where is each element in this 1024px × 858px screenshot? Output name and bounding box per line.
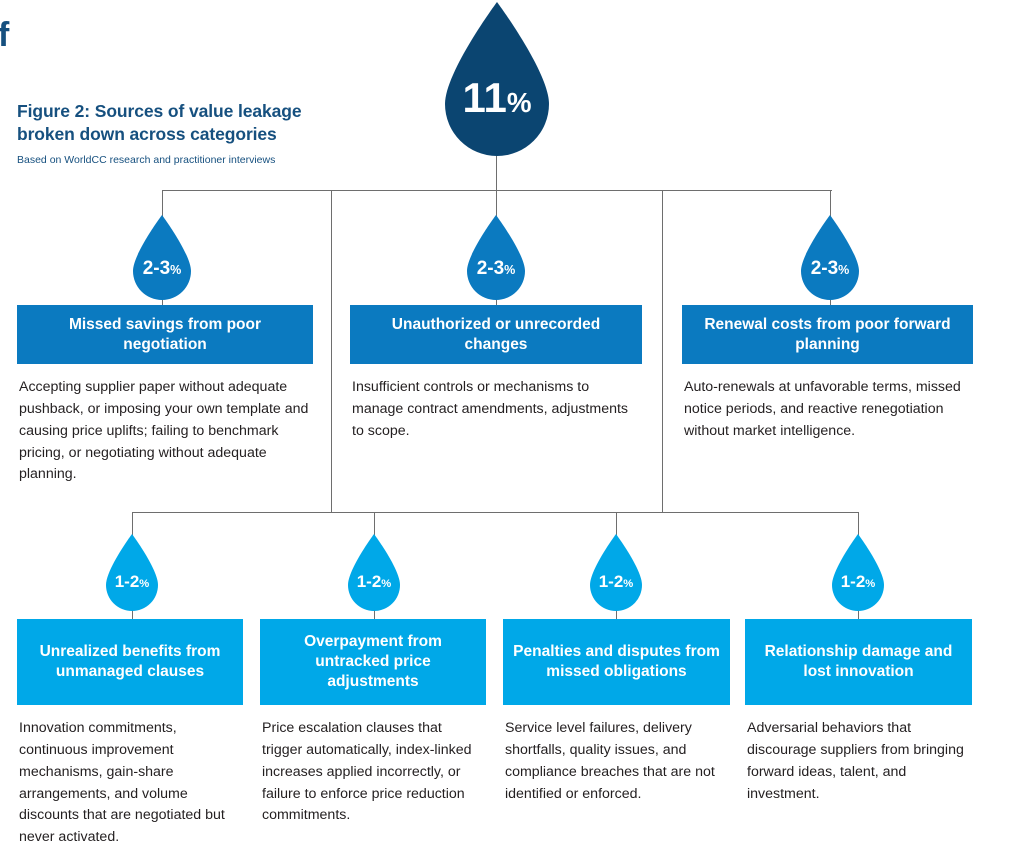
connector-leaf-card-stem-1 bbox=[132, 608, 134, 620]
connector-column-divider-1 bbox=[331, 190, 333, 513]
connector-mid-stem-2 bbox=[496, 190, 498, 222]
card-overpayment-heading: Overpayment from untracked price adjustm… bbox=[260, 619, 486, 705]
card-overpayment: Overpayment from untracked price adjustm… bbox=[260, 619, 486, 827]
droplet-overpayment: 1-2% bbox=[346, 533, 402, 613]
connector-leaf-card-stem-2 bbox=[374, 608, 376, 620]
connector-leaf-stem-4 bbox=[858, 512, 860, 544]
water-drop-icon bbox=[106, 534, 158, 611]
connector-leaf-stem-1 bbox=[132, 512, 134, 544]
figure-title-block: Figure 2: Sources of value leakage broke… bbox=[17, 100, 357, 167]
card-penalties-disputes-heading: Penalties and disputes from missed oblig… bbox=[503, 619, 730, 705]
connector-leaf-card-stem-3 bbox=[616, 608, 618, 620]
card-renewal-costs-body: Auto-renewals at unfavorable terms, miss… bbox=[684, 379, 961, 439]
card-penalties-disputes: Penalties and disputes from missed oblig… bbox=[503, 619, 730, 805]
figure-title-line1: Figure 2: Sources of value leakage bbox=[17, 101, 302, 121]
droplet-total-leakage: 11% bbox=[441, 0, 553, 160]
card-relationship-damage-body: Adversarial behaviors that discourage su… bbox=[747, 720, 964, 802]
droplet-unauthorized-changes: 2-3% bbox=[465, 214, 527, 302]
connector-leaf-stem-3 bbox=[616, 512, 618, 544]
connector-mid-stem-1 bbox=[162, 190, 164, 222]
droplet-unrealized-benefits: 1-2% bbox=[104, 533, 160, 613]
connector-leaf-stem-2 bbox=[374, 512, 376, 544]
water-drop-icon bbox=[445, 2, 549, 156]
droplet-unit: % bbox=[838, 262, 850, 277]
droplet-renewal-costs-label: 2-3% bbox=[811, 239, 850, 278]
figure-subtitle: Based on WorldCC research and practition… bbox=[17, 153, 276, 166]
droplet-unit: % bbox=[381, 578, 392, 591]
card-heading-text: Unauthorized or unrecorded changes bbox=[391, 315, 601, 353]
figure-title-line2: broken down across categories bbox=[17, 124, 277, 145]
connector-lower-bus bbox=[132, 512, 858, 514]
droplet-relationship-damage-label: 1-2% bbox=[841, 555, 876, 590]
connector-mid-card-stem-2 bbox=[496, 296, 498, 306]
card-renewal-costs-heading: Renewal costs from poor forward planning bbox=[682, 305, 973, 364]
card-heading-text: Unrealized benefits from unmanaged claus… bbox=[39, 643, 221, 680]
droplet-unit: % bbox=[865, 578, 876, 591]
card-heading-text: Relationship damage and lost innovation bbox=[764, 643, 953, 680]
card-unauthorized-changes-heading: Unauthorized or unrecorded changes bbox=[350, 305, 642, 364]
droplet-value: 2-3 bbox=[142, 257, 171, 279]
water-drop-icon bbox=[590, 534, 642, 611]
card-unauthorized-changes: Unauthorized or unrecorded changes Insuf… bbox=[350, 305, 642, 443]
card-overpayment-body: Price escalation clauses that trigger au… bbox=[262, 720, 472, 824]
page-edge-glyph: f bbox=[0, 16, 10, 54]
card-heading-text: Missed savings from poor negotiation bbox=[68, 315, 262, 353]
droplet-unauthorized-changes-label: 2-3% bbox=[477, 239, 516, 278]
card-missed-savings-heading: Missed savings from poor negotiation bbox=[17, 305, 313, 364]
connector-mid-stem-3 bbox=[830, 190, 832, 222]
water-drop-icon bbox=[801, 215, 859, 301]
card-missed-savings: Missed savings from poor negotiation Acc… bbox=[17, 305, 313, 486]
card-heading-text: Overpayment from untracked price adjustm… bbox=[304, 633, 442, 690]
droplet-value: 2-3 bbox=[476, 257, 505, 279]
figure-title: Figure 2: Sources of value leakage broke… bbox=[17, 100, 357, 147]
droplet-unit: % bbox=[504, 262, 516, 277]
droplet-unit: % bbox=[139, 578, 150, 591]
connector-mid-card-stem-3 bbox=[830, 296, 832, 306]
droplet-unit: % bbox=[170, 262, 182, 277]
droplet-total-unit: % bbox=[506, 87, 532, 118]
card-heading-text: Renewal costs from poor forward planning bbox=[704, 315, 951, 353]
droplet-overpayment-label: 1-2% bbox=[357, 555, 392, 590]
connector-mid-card-stem-1 bbox=[162, 296, 164, 306]
water-drop-icon bbox=[348, 534, 400, 611]
card-unrealized-benefits-heading: Unrealized benefits from unmanaged claus… bbox=[17, 619, 243, 705]
connector-column-divider-2 bbox=[662, 190, 664, 513]
droplet-value: 2-3 bbox=[810, 257, 839, 279]
droplet-penalties-disputes: 1-2% bbox=[588, 533, 644, 613]
card-unrealized-benefits-body: Innovation commitments, continuous impro… bbox=[19, 720, 225, 846]
card-heading-text: Penalties and disputes from missed oblig… bbox=[513, 643, 720, 680]
droplet-missed-savings-label: 2-3% bbox=[143, 239, 182, 278]
card-unauthorized-changes-body: Insufficient controls or mechanisms to m… bbox=[352, 379, 629, 439]
card-penalties-disputes-body: Service level failures, delivery shortfa… bbox=[505, 720, 715, 802]
droplet-total-leakage-label: 11% bbox=[462, 41, 531, 119]
water-drop-icon bbox=[467, 215, 525, 301]
card-missed-savings-body: Accepting supplier paper without adequat… bbox=[19, 379, 309, 483]
connector-leaf-card-stem-4 bbox=[858, 608, 860, 620]
droplet-unit: % bbox=[623, 578, 634, 591]
droplet-renewal-costs: 2-3% bbox=[799, 214, 861, 302]
droplet-value: 1-2 bbox=[356, 572, 382, 592]
card-relationship-damage-heading: Relationship damage and lost innovation bbox=[745, 619, 972, 705]
droplet-total-value: 11 bbox=[462, 74, 507, 121]
card-renewal-costs: Renewal costs from poor forward planning… bbox=[682, 305, 973, 443]
droplet-relationship-damage: 1-2% bbox=[830, 533, 886, 613]
droplet-unrealized-benefits-label: 1-2% bbox=[115, 555, 150, 590]
water-drop-icon bbox=[133, 215, 191, 301]
droplet-value: 1-2 bbox=[598, 572, 624, 592]
droplet-value: 1-2 bbox=[840, 572, 866, 592]
droplet-value: 1-2 bbox=[114, 572, 140, 592]
connector-root-stem bbox=[496, 150, 498, 190]
droplet-missed-savings: 2-3% bbox=[131, 214, 193, 302]
droplet-penalties-disputes-label: 1-2% bbox=[599, 555, 634, 590]
card-relationship-damage: Relationship damage and lost innovation … bbox=[745, 619, 972, 805]
card-unrealized-benefits: Unrealized benefits from unmanaged claus… bbox=[17, 619, 243, 849]
water-drop-icon bbox=[832, 534, 884, 611]
